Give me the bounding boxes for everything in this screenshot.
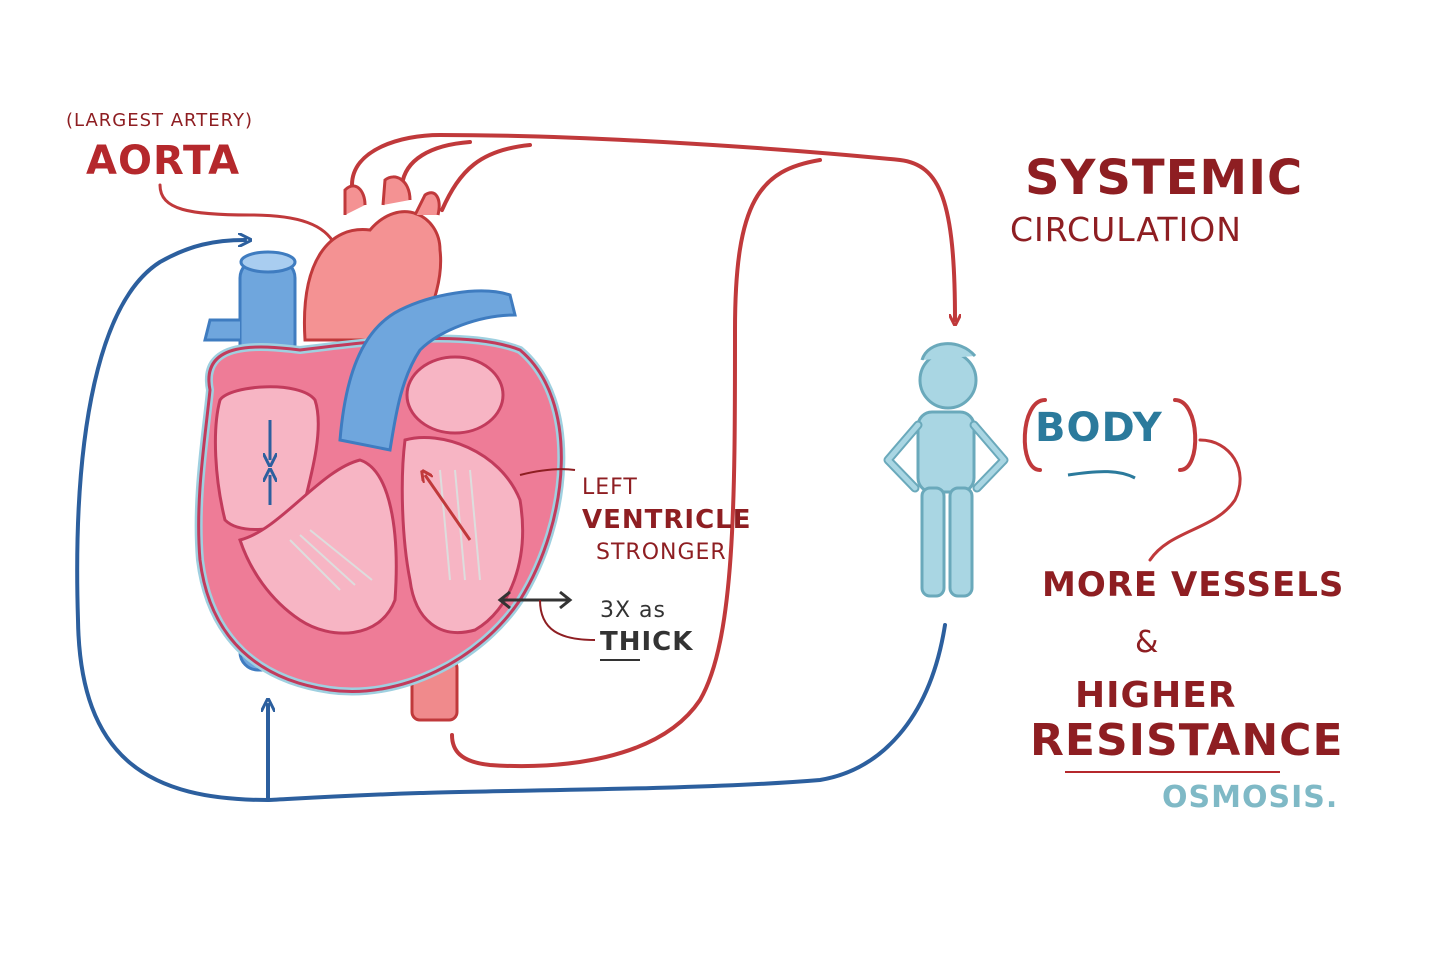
left-ventricle-line2: VENTRICLE bbox=[582, 505, 752, 535]
thickness-label: 3X as bbox=[600, 598, 667, 623]
systemic-label: SYSTEMIC bbox=[1025, 150, 1304, 206]
aorta-label: AORTA bbox=[86, 138, 241, 184]
venous-return-path bbox=[75, 240, 947, 802]
person-figure bbox=[883, 342, 1009, 598]
aorta-note: (LARGEST ARTERY) bbox=[66, 110, 253, 131]
arterial-flow-path bbox=[158, 132, 955, 769]
left-ventricle-line1: LEFT bbox=[582, 475, 638, 500]
circulation-label: CIRCULATION bbox=[1010, 210, 1242, 249]
heart-illustration bbox=[194, 175, 596, 722]
left-ventricle-line3: STRONGER bbox=[596, 540, 727, 565]
osmosis-watermark: OSMOSIS. bbox=[1162, 780, 1339, 815]
higher-label: HIGHER bbox=[1075, 675, 1237, 716]
more-vessels-label: MORE VESSELS bbox=[1042, 565, 1345, 605]
resistance-label: RESISTANCE bbox=[1030, 715, 1344, 766]
thick-label: THICK bbox=[600, 627, 694, 657]
body-bracket bbox=[600, 398, 1280, 773]
and-symbol: & bbox=[1135, 625, 1160, 660]
body-label: BODY bbox=[1035, 405, 1163, 451]
